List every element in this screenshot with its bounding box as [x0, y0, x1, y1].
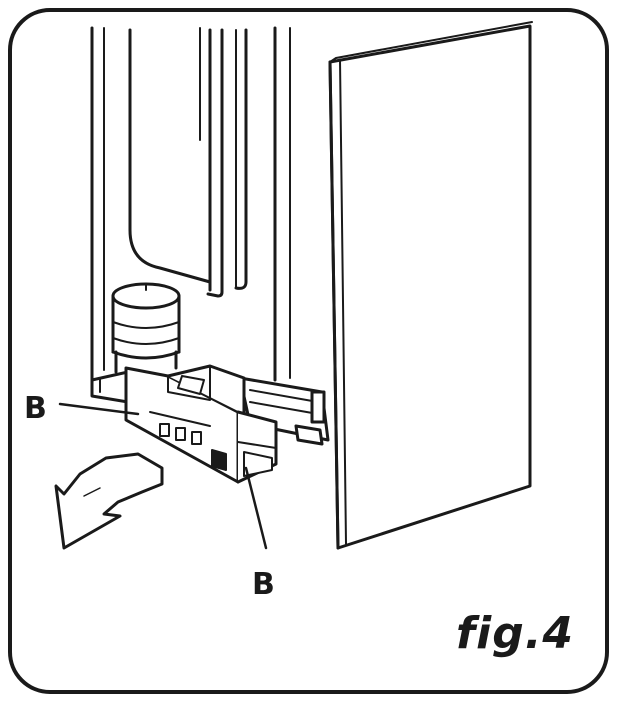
cabinet-interior [90, 26, 291, 404]
leader-line-left [58, 402, 140, 416]
filter-canister [111, 282, 181, 374]
door-panel [328, 21, 533, 550]
control-module [124, 364, 278, 484]
callout-b-bottom: B [252, 567, 275, 602]
leader-line-bottom [244, 466, 268, 550]
removal-arrow-icon [54, 452, 164, 550]
callout-b-left: B [24, 391, 47, 426]
figure-caption: fig.4 [456, 608, 575, 659]
